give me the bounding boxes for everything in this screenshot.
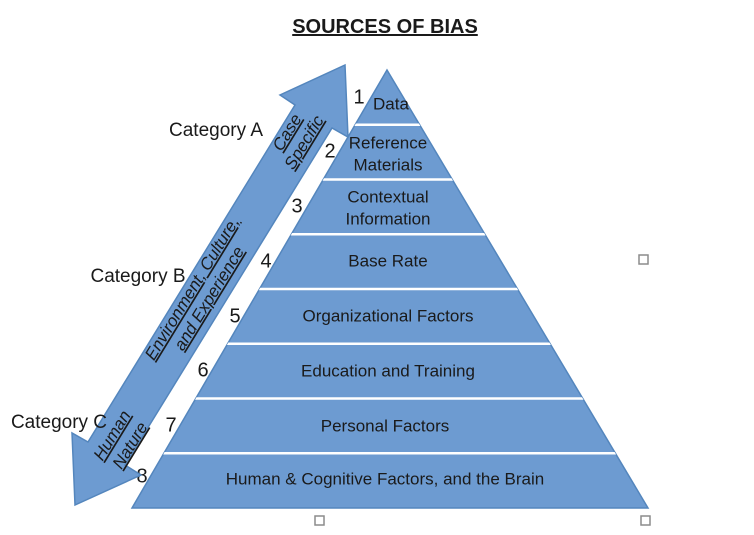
level-number-4: 4 xyxy=(260,250,271,272)
level-number-5: 5 xyxy=(229,305,240,327)
level-number-2: 2 xyxy=(324,140,335,162)
resize-handle-icon[interactable] xyxy=(638,254,649,265)
level-number-7: 7 xyxy=(165,414,176,436)
level-label-contextual: Contextual xyxy=(347,187,428,206)
resize-handle-icon[interactable] xyxy=(640,515,651,526)
level-label-personal: Personal Factors xyxy=(321,416,450,435)
diagram-title: SOURCES OF BIAS xyxy=(292,16,478,38)
level-label-reference: Reference xyxy=(349,133,427,152)
category-c-label: Category C xyxy=(11,412,107,433)
level-label-base-rate: Base Rate xyxy=(348,251,427,270)
category-b-label: Category B xyxy=(90,266,185,287)
level-label-human-cognitive: Human & Cognitive Factors, and the Brain xyxy=(226,469,544,488)
level-number-1: 1 xyxy=(353,86,364,108)
level-label-data: Data xyxy=(373,94,409,113)
level-number-8: 8 xyxy=(136,465,147,487)
resize-handle-icon[interactable] xyxy=(314,515,325,526)
level-label-reference: Materials xyxy=(354,155,423,174)
level-label-contextual: Information xyxy=(345,209,430,228)
double-arrow-shape[interactable] xyxy=(71,63,349,507)
category-a-label: Category A xyxy=(169,120,263,141)
level-label-organizational: Organizational Factors xyxy=(302,306,473,325)
level-number-3: 3 xyxy=(291,195,302,217)
level-number-6: 6 xyxy=(197,359,208,381)
level-label-education: Education and Training xyxy=(301,361,475,380)
